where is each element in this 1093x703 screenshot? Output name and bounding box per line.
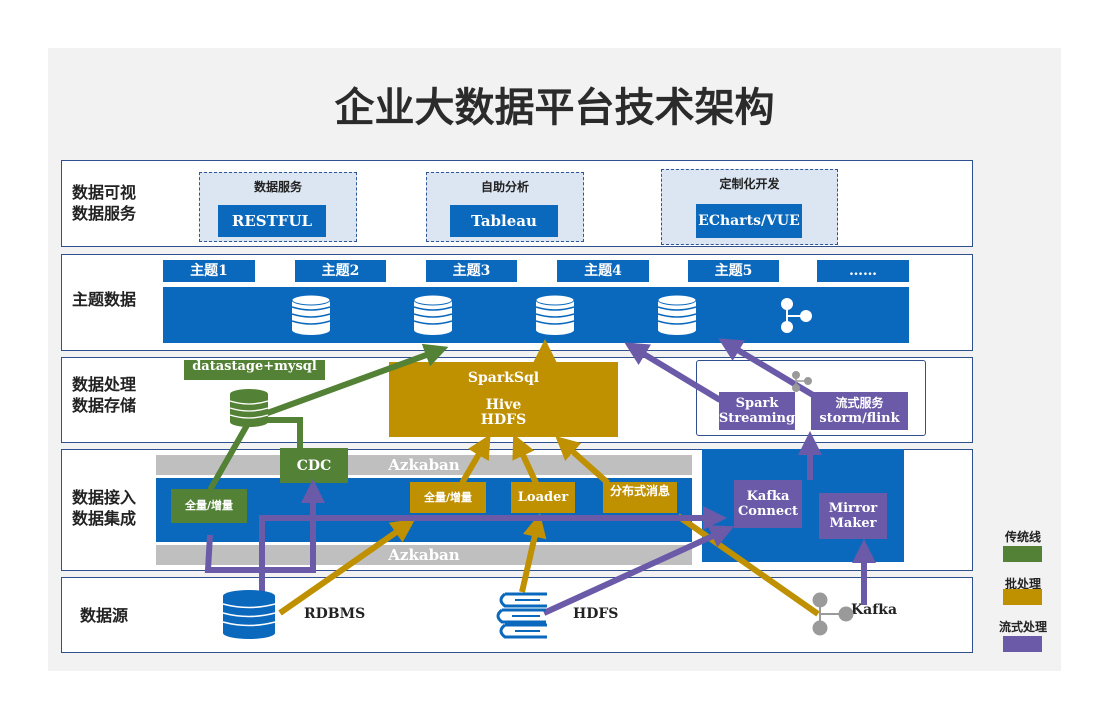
layer-label-ingestion: 数据接入 数据集成 [72, 488, 137, 528]
tool-echarts-vue: ECharts/VUE [696, 204, 802, 238]
service-label: 数据服务 [253, 180, 302, 194]
distributed-message-box: 分布式消息 [603, 482, 677, 513]
layer-label-subject: 主题数据 [72, 290, 137, 309]
datastage-mysql-box: datastage+mysql [184, 360, 325, 380]
loader-box: Loader [511, 482, 575, 513]
database-icon [657, 294, 697, 336]
layer-label-processing: 数据处理 数据存储 [72, 375, 137, 415]
tool-restful: RESTFUL [218, 205, 326, 237]
topic-3: 主题3 [426, 260, 517, 282]
full-incremental-batch-box: 全量/增量 [410, 482, 486, 513]
database-icon [291, 294, 331, 336]
tool-tableau: Tableau [450, 205, 558, 237]
legend-swatch-traditional [1003, 546, 1042, 562]
legend-label-batch: 批处理 [1004, 577, 1041, 591]
service-box-self-analysis: 自助分析 Tableau [426, 172, 584, 242]
database-icon [535, 294, 575, 336]
storm-flink-label: storm/flink [819, 411, 900, 426]
spark-streaming-box: Spark Streaming [719, 392, 795, 430]
legend-label-traditional: 传统线 [1004, 530, 1041, 544]
service-label: 定制化开发 [719, 177, 780, 191]
topic-2: 主题2 [295, 260, 386, 282]
source-label-rdbms: RDBMS [304, 606, 366, 622]
hive-label: Hive [485, 397, 522, 413]
hdfs-label: HDFS [480, 412, 527, 428]
topic-5: 主题5 [688, 260, 779, 282]
service-label: 自助分析 [480, 180, 529, 194]
source-label-hdfs: HDFS [573, 606, 619, 622]
topic-4: 主题4 [557, 260, 649, 282]
source-label-kafka: Kafka [851, 602, 898, 618]
topic-1: 主题1 [163, 260, 255, 282]
layer-label-visualization: 数据可视 数据服务 [72, 183, 137, 223]
azkaban-bottom-bar: Azkaban [156, 545, 692, 565]
legend-swatch-batch [1003, 589, 1042, 605]
mirror-maker-box: Mirror Maker [819, 493, 887, 539]
topic-more: …… [817, 260, 909, 282]
layer-label-source: 数据源 [80, 606, 129, 625]
database-icon [413, 294, 453, 336]
full-incremental-traditional-box: 全量/增量 [171, 489, 247, 523]
page-title: 企业大数据平台技术架构 [334, 85, 775, 131]
graph-node-icon [781, 298, 812, 333]
service-box-custom-dev: 定制化开发 ECharts/VUE [661, 169, 838, 245]
azkaban-top-bar: Azkaban [156, 455, 692, 475]
service-box-data-service: 数据服务 RESTFUL [199, 172, 357, 242]
legend-swatch-stream [1003, 636, 1042, 652]
kafka-connect-box: Kafka Connect [734, 480, 802, 528]
sparksql-label: SparkSql [467, 370, 540, 386]
legend-label-stream: 流式处理 [998, 620, 1047, 634]
cdc-box: CDC [280, 448, 348, 483]
sparksql-hive-hdfs-box: SparkSql Hive HDFS [389, 362, 618, 437]
stream-service-box: 流式服务 storm/flink [811, 392, 908, 430]
stream-service-label: 流式服务 [835, 396, 884, 410]
